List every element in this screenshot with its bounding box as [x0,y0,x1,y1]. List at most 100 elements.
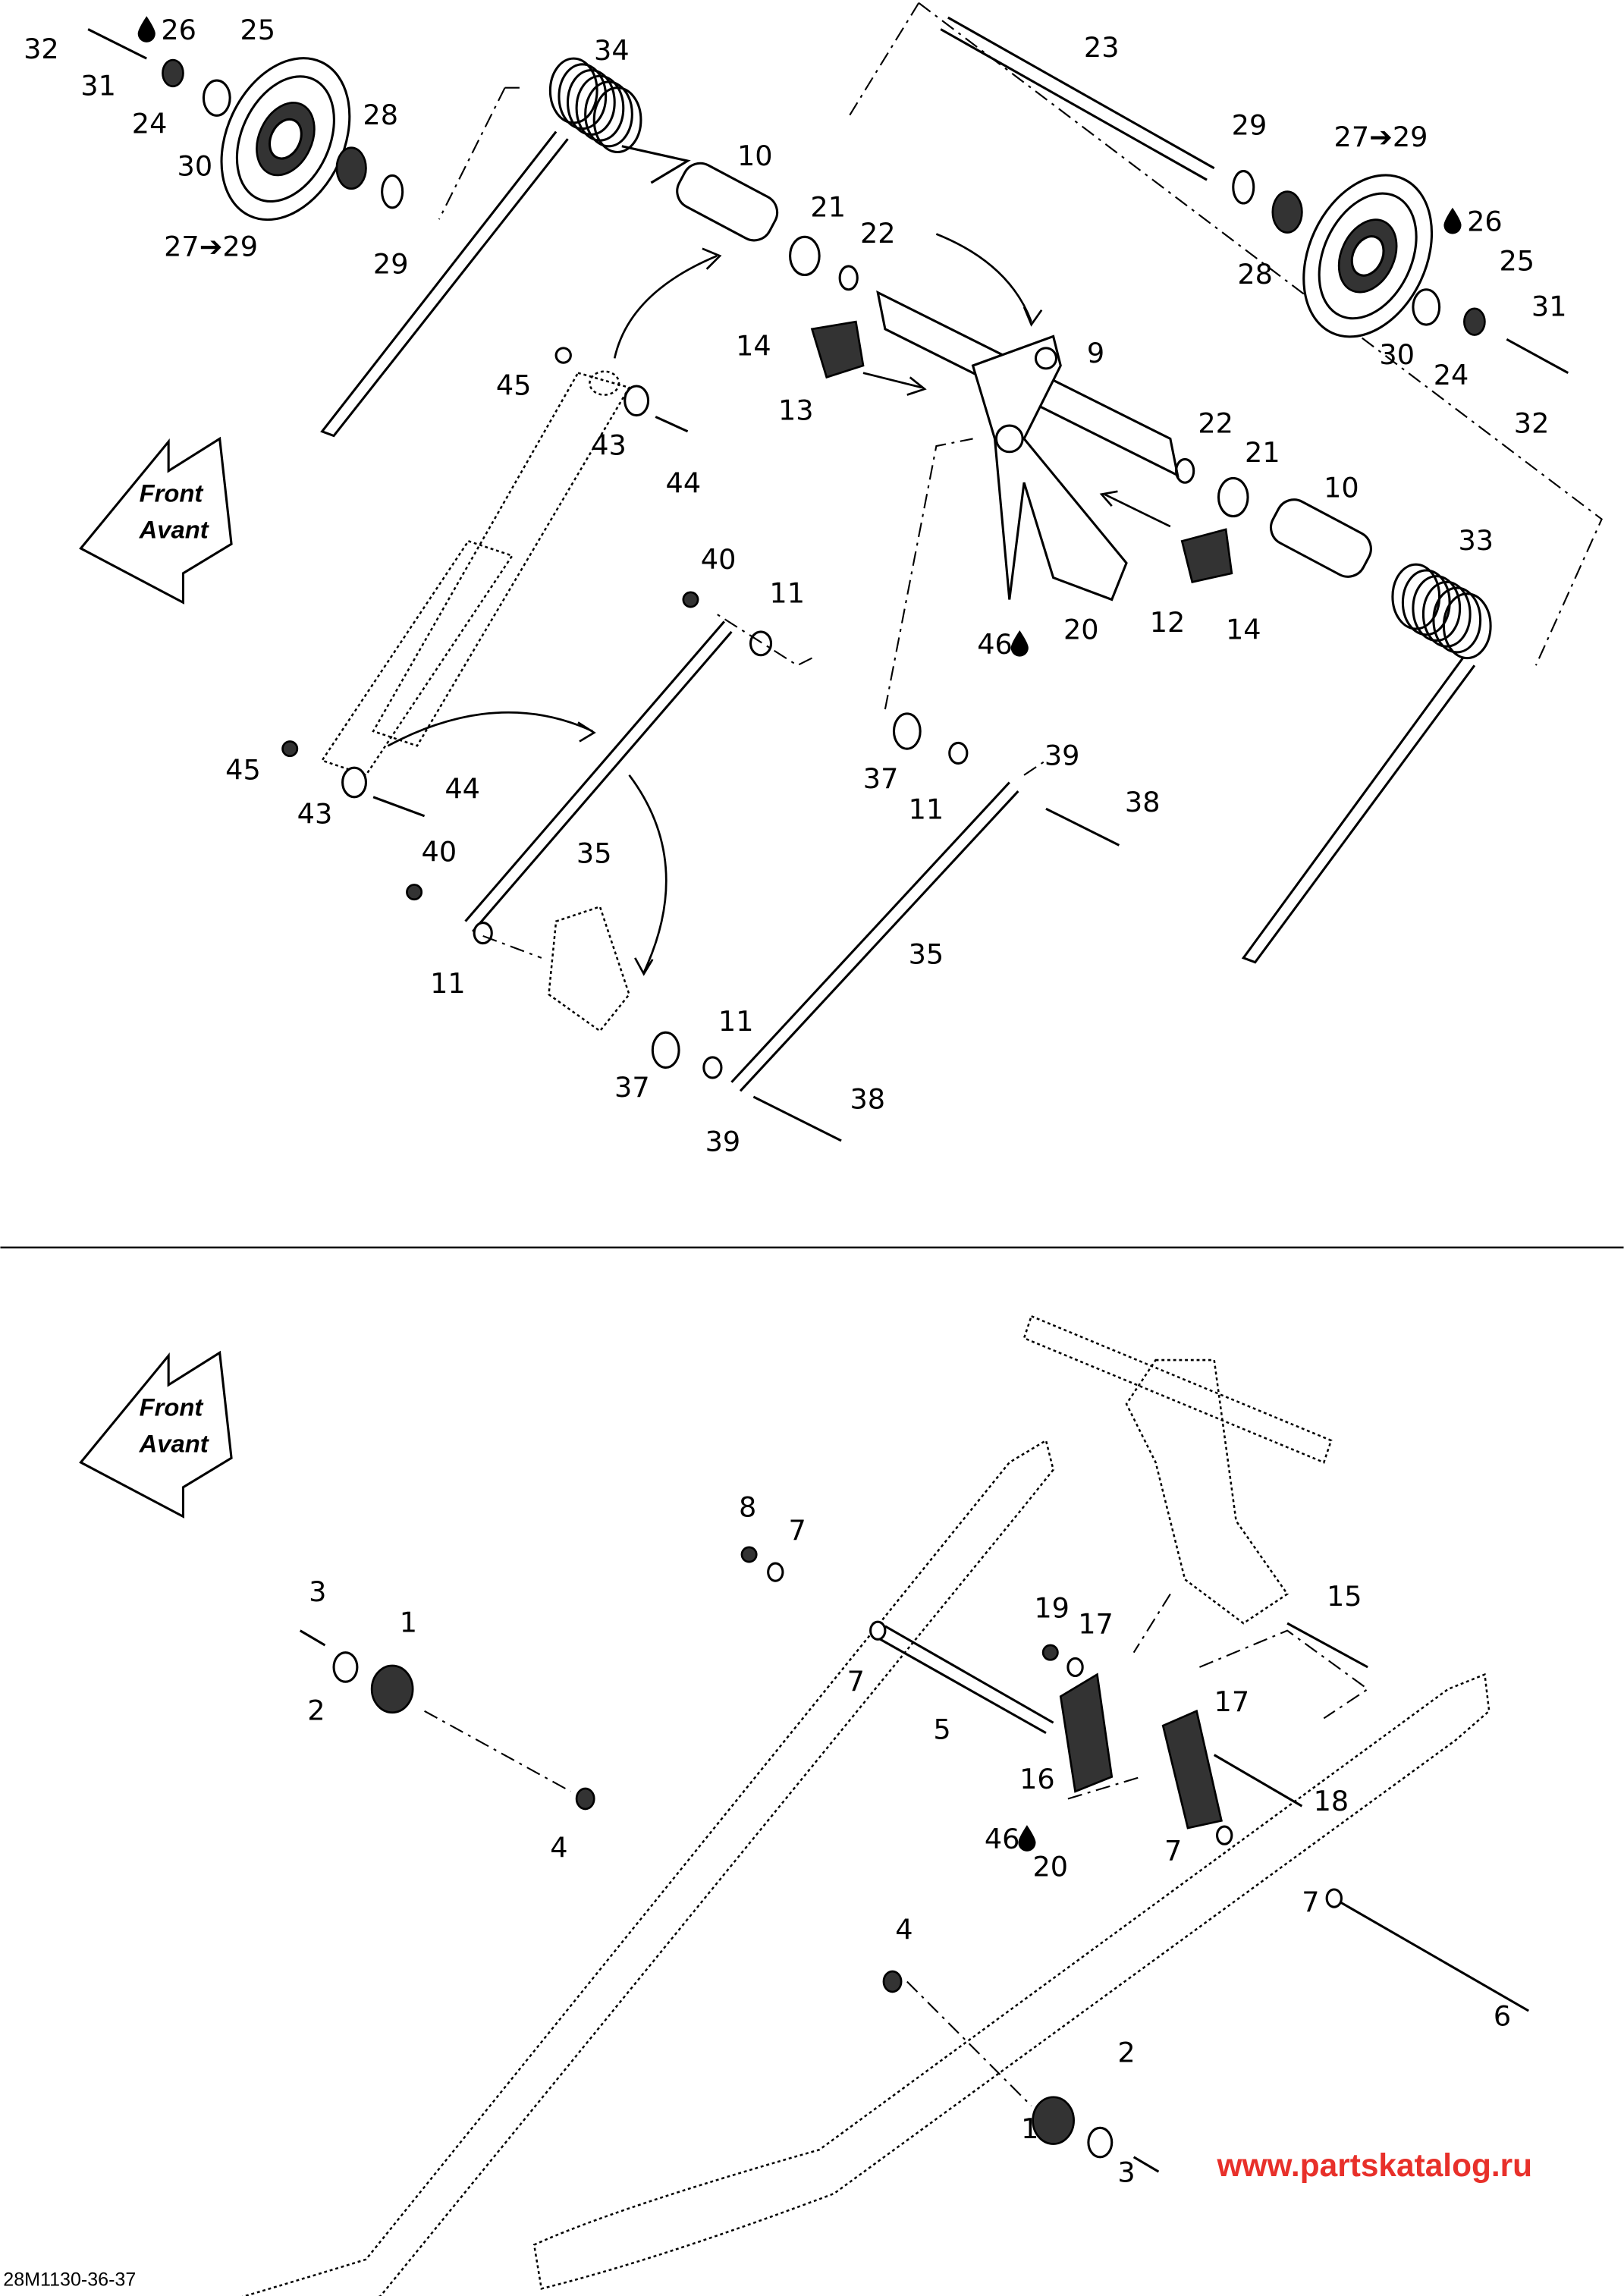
callout-35: 35 [576,837,612,870]
callout-46: 46 [977,628,1013,661]
bracket [1161,1709,1223,1830]
bearing [335,146,367,190]
callout-25: 25 [1500,245,1535,278]
callout-45: 45 [496,369,532,402]
callout-25: 25 [240,14,275,46]
lubricant-drop-icon [1018,1825,1036,1852]
rail-right-body [532,1673,1490,2290]
callout-11: 11 [718,1005,754,1038]
rail-left-body [241,1439,1054,2296]
callout-35: 35 [909,938,944,971]
callout-14: 14 [1226,614,1261,646]
idler-wheel-right [1302,174,1434,338]
link-rod [730,781,1019,1092]
callout-26: 26 [161,14,196,46]
callout-37: 37 [863,762,899,795]
callout-45: 45 [225,754,261,787]
front-direction-arrow: Front Avant [79,436,233,605]
shock-absorber [320,370,631,777]
ring [838,265,859,291]
callout-11: 11 [769,576,805,609]
callout-15: 15 [1327,1580,1362,1613]
callout-39: 39 [705,1125,741,1157]
callout-32: 32 [24,33,59,65]
callout-3: 3 [309,1575,326,1608]
bottom-assembly: Front Avant [79,1314,1530,2296]
callout-43: 43 [297,797,333,830]
callout-34: 34 [594,34,630,67]
lubricant-drop-icon [1010,630,1029,657]
callout-14: 14 [736,330,771,363]
link-rod [464,620,733,933]
callout-17: 17 [1214,1685,1250,1718]
callout-7: 7 [789,1514,806,1547]
callout-19: 19 [1034,1591,1070,1624]
stopper-13 [810,320,865,379]
slider-block [1032,2096,1075,2145]
lubricant-drop-icon [1443,207,1462,234]
callout-11: 11 [430,967,466,1000]
bushing [789,235,821,277]
callout-22: 22 [1198,407,1233,440]
callout-6: 6 [1494,1999,1511,2032]
callout-11: 11 [909,793,944,826]
callout-12: 12 [1150,606,1186,639]
bracket [1059,1673,1114,1793]
callout-4: 4 [895,1914,913,1946]
callout-29: 29 [373,248,409,281]
callout-22: 22 [860,217,896,250]
callout-31: 31 [1531,290,1567,322]
callout-3: 3 [1117,2156,1135,2189]
callout-28: 28 [363,99,398,131]
callout-44: 44 [666,467,702,500]
callout-13: 13 [778,394,814,426]
stopper-12 [1180,528,1233,583]
callout-33: 33 [1459,524,1494,557]
callout-28: 28 [1237,258,1273,291]
callout-37: 37 [614,1071,650,1104]
circlip [381,174,404,209]
torsion-spring-left [320,57,691,438]
callout-7: 7 [1164,1834,1182,1867]
callout-4: 4 [550,1832,567,1864]
callout-21: 21 [1245,436,1280,469]
callout-27-29: 27➔29 [1334,121,1428,153]
idler-wheel-left [220,57,351,221]
callout-30: 30 [1379,338,1415,371]
callout-31: 31 [80,69,116,102]
svg-text:Avant: Avant [139,516,210,544]
bushing [162,58,184,88]
arm-shaft-ghost [1022,1314,1333,1464]
callout-38: 38 [1125,786,1161,818]
callout-21: 21 [810,190,846,223]
spacer [202,79,231,117]
cross-shaft [877,1625,1054,1735]
lubricant-drop-icon [137,16,155,42]
callout-23: 23 [1084,31,1120,64]
callout-16: 16 [1019,1763,1055,1795]
callout-20: 20 [1063,614,1099,646]
callout-7: 7 [847,1665,865,1698]
callout-9: 9 [1087,337,1104,369]
callout-27-29: 27➔29 [164,230,258,262]
top-assembly [87,2,1603,1142]
rear-arm [876,290,1180,601]
callout-10: 10 [1324,472,1359,504]
spacer-tube [676,162,779,242]
torsion-spring-right [1241,563,1492,964]
svg-text:Avant: Avant [139,1430,210,1458]
callout-2: 2 [307,1694,325,1726]
callout-1: 1 [400,1607,417,1639]
callout-17: 17 [1078,1608,1114,1641]
callout-32: 32 [1514,407,1550,440]
bolt [87,28,147,60]
svg-text:Front: Front [140,479,205,507]
front-direction-arrow-lower: Front Avant [79,1350,233,1519]
callout-5: 5 [933,1713,950,1745]
callout-43: 43 [591,429,627,462]
slider-block [370,1664,414,1714]
svg-text:Front: Front [140,1393,205,1421]
callout-38: 38 [850,1082,885,1115]
callout-8: 8 [739,1490,756,1523]
